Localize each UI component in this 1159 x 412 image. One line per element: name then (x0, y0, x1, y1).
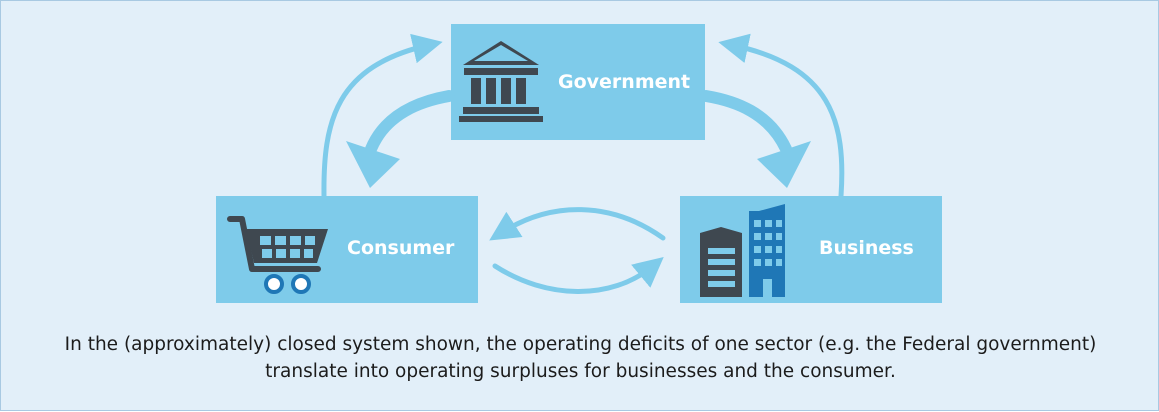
business-label: Business (819, 237, 914, 259)
government-label: Government (558, 71, 691, 93)
diagram-caption: In the (approximately) closed system sho… (64, 334, 1097, 382)
office-buildings-icon (700, 204, 785, 297)
shopping-cart-icon (227, 216, 328, 294)
arrow-government-to-consumer-head (346, 141, 400, 188)
consumer-label: Consumer (347, 237, 455, 259)
arrow-business-to-consumer (489, 207, 666, 241)
arrow-consumer-to-business (492, 257, 664, 294)
arrow-government-to-business-head (757, 141, 811, 188)
arrow-government-to-business (700, 90, 792, 155)
arrow-business-to-government (718, 33, 845, 199)
arrow-consumer-to-government (321, 33, 443, 199)
arrow-government-to-consumer (365, 90, 455, 155)
government-building-icon (459, 41, 543, 122)
